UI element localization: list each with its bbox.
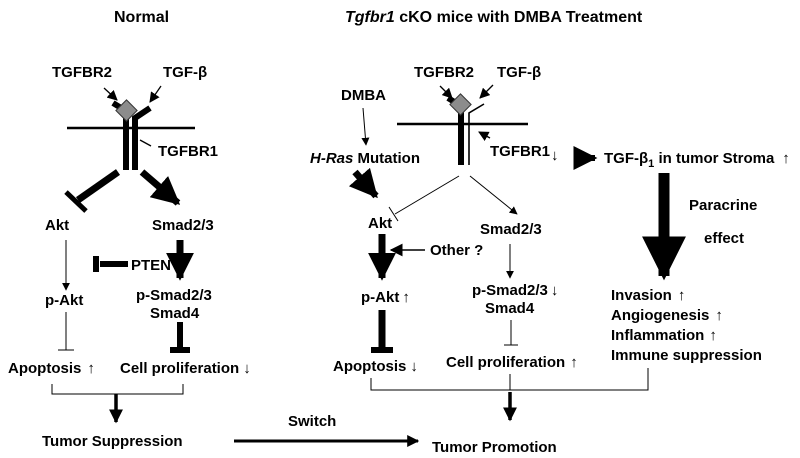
right-apoptosis-text: Apoptosis <box>333 358 406 375</box>
left-tgfbr2-pointer <box>103 87 118 101</box>
right-hras-mutation: Mutation <box>353 150 420 167</box>
right-smad23-label: Smad2/3 <box>480 221 542 238</box>
left-ligand-tgfb <box>115 99 138 122</box>
left-apoptosis-text: Apoptosis <box>8 360 81 377</box>
right-receptor-tgfbr1 <box>468 103 485 165</box>
right-angiogenesis-arrow: ↑ <box>715 307 723 324</box>
right-immune-label: Immune suppression <box>611 347 762 364</box>
right-angiogenesis-label: Angiogenesis ↑ <box>611 307 723 324</box>
right-tgfb-pointer <box>479 84 494 99</box>
right-tgfbr1-arrow: ↓ <box>551 147 559 164</box>
title-normal: Normal <box>114 9 169 26</box>
right-tgfbr2-label: TGFBR2 <box>414 64 474 81</box>
right-prolif-text: Cell proliferation <box>446 354 565 371</box>
right-inhibit-akt-thin <box>394 175 460 215</box>
right-arrow-smad <box>469 175 518 215</box>
right-dmba-label: DMBA <box>341 87 386 104</box>
left-inhibit-akt-bar <box>64 190 88 213</box>
switch-label: Switch <box>288 413 336 430</box>
right-invasion-text: Invasion <box>611 287 672 304</box>
title-cko-gene: Tgfbr1 <box>345 9 395 26</box>
right-pakt-arrow: ↑ <box>402 289 410 306</box>
right-effect-label: effect <box>704 230 744 247</box>
right-tgfbr1-label: TGFBR1↓ <box>490 143 559 164</box>
left-receptor <box>111 99 152 170</box>
right-apoptosis-label: Apoptosis↓ <box>333 358 418 375</box>
right-invasion-arrow: ↑ <box>678 287 686 304</box>
right-other-label: Other ? <box>430 242 483 259</box>
right-pakt-label: p-Akt↑ <box>361 289 410 306</box>
right-psmad23-arrow: ↓ <box>551 282 559 299</box>
left-tgfbr1-pointer <box>139 139 152 147</box>
right-paracrine-label: Paracrine <box>689 197 757 214</box>
left-tgfb-pointer <box>149 85 162 103</box>
right-pakt-text: p-Akt <box>361 289 399 306</box>
right-tumor-promotion: Tumor Promotion <box>432 439 557 456</box>
left-receptor-tgfbr1 <box>132 105 152 170</box>
right-arrow-hras-akt <box>348 167 379 199</box>
left-prolif-text: Cell proliferation <box>120 360 239 377</box>
left-smad23-label: Smad2/3 <box>152 217 214 234</box>
right-tgfb1-pre: TGF-β <box>604 150 648 167</box>
right-apoptosis-arrow: ↓ <box>410 358 418 375</box>
left-tgfbr2-label: TGFBR2 <box>52 64 112 81</box>
left-smad4-label: Smad4 <box>150 305 200 322</box>
right-inflammation-label: Inflammation ↑ <box>611 327 717 344</box>
right-invasion-label: Invasion ↑ <box>611 287 685 304</box>
right-hras-gene: H-Ras <box>310 150 353 167</box>
right-prolif-arrow: ↑ <box>570 354 578 371</box>
right-inflammation-text: Inflammation <box>611 327 704 344</box>
left-pten-label: PTEN <box>131 257 171 274</box>
right-tgfb1-sub: 1 <box>648 158 654 170</box>
right-tgfbr1-pointer <box>478 131 491 142</box>
title-cko-rest: cKO mice with DMBA Treatment <box>395 9 643 26</box>
right-tgfbr1-text: TGFBR1 <box>490 143 550 160</box>
left-bracket <box>51 384 184 395</box>
left-psmad23-label: p-Smad2/3 <box>136 287 212 304</box>
left-prolif-label: Cell proliferation↓ <box>120 360 251 377</box>
right-angiogenesis-text: Angiogenesis <box>611 307 709 324</box>
right-psmad23-text: p-Smad2/3 <box>472 282 548 299</box>
left-apoptosis-label: Apoptosis ↑ <box>8 360 95 377</box>
right-hras-label: H-Ras Mutation <box>310 150 420 167</box>
right-inflammation-arrow: ↑ <box>709 327 717 344</box>
right-tgfb1-arrow: ↑ <box>782 150 790 167</box>
right-tgfb1-stroma: TGF-β1 in tumor Stroma ↑ <box>604 150 790 170</box>
left-prolif-arrow: ↓ <box>243 360 251 377</box>
title-cko: Tgfbr1 cKO mice with DMBA Treatment <box>345 9 643 26</box>
left-pakt-label: p-Akt <box>45 292 83 309</box>
right-akt-label: Akt <box>368 215 392 232</box>
left-arrow-smad <box>139 169 181 206</box>
right-ligand-tgfb <box>449 93 472 116</box>
right-tgfb-label: TGF-β <box>497 64 541 81</box>
left-panel: TGFBR2 TGF-β TGFBR1 Akt Smad2/3 PTEN p-A… <box>8 64 251 450</box>
right-prolif-label: Cell proliferation ↑ <box>446 354 578 371</box>
right-tgfb1-post: in tumor Stroma <box>654 150 775 167</box>
right-receptor <box>446 93 485 165</box>
right-arrow-dmba-hras <box>361 107 370 146</box>
left-tgfb-label: TGF-β <box>163 64 207 81</box>
right-psmad23-label: p-Smad2/3↓ <box>472 282 558 299</box>
left-akt-label: Akt <box>45 217 69 234</box>
left-tgfbr1-label: TGFBR1 <box>158 143 218 160</box>
right-panel: TGFBR2 TGF-β TGFBR1↓ TGF-β1 in tumor Str… <box>310 64 790 456</box>
left-inhibit-akt <box>75 169 121 203</box>
left-apoptosis-arrow: ↑ <box>87 360 95 377</box>
right-inhibit-akt-thin-bar <box>388 206 399 222</box>
left-tumor-suppression: Tumor Suppression <box>42 433 183 450</box>
right-smad4-label: Smad4 <box>485 300 535 317</box>
